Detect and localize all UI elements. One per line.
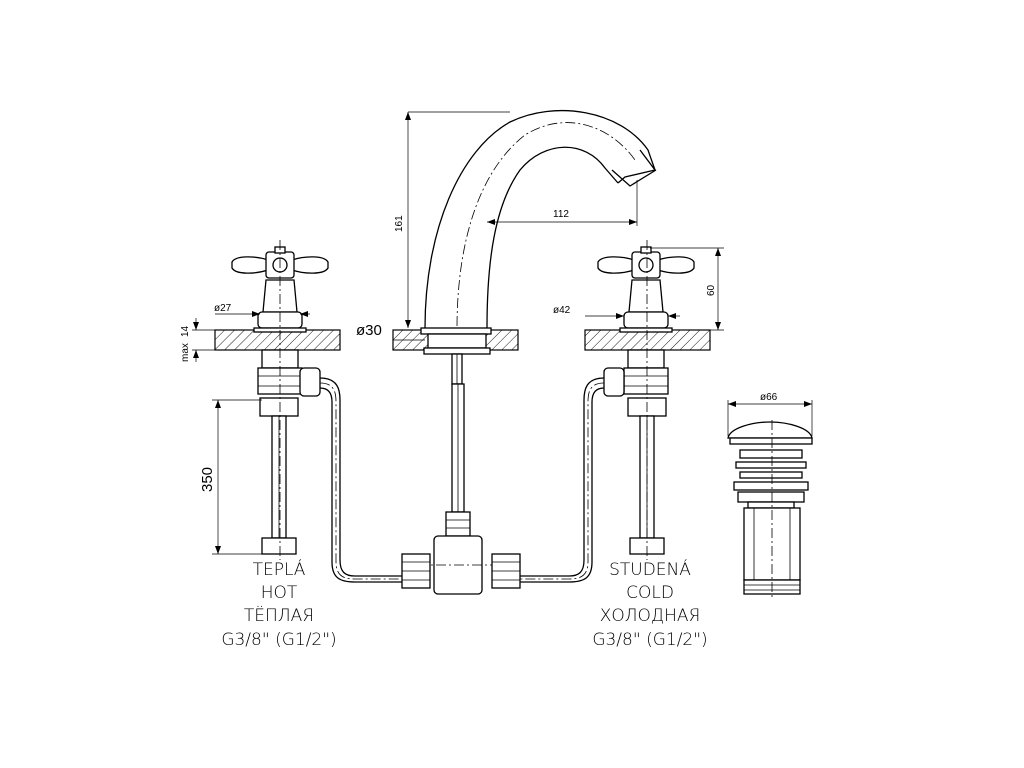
max-thickness-prefix-text: max bbox=[180, 343, 191, 362]
spout-reach-dimension: 112 bbox=[487, 180, 638, 226]
hot-valve bbox=[231, 240, 329, 560]
max-thickness-value-text: 14 bbox=[180, 325, 191, 337]
cold-label-line2: COLD bbox=[626, 583, 674, 603]
cold-label-line4: G3/8" (G1/2") bbox=[592, 630, 707, 650]
spout-height-text: 161 bbox=[394, 215, 405, 232]
spout bbox=[420, 110, 657, 385]
waste-diameter-dimension: ø66 bbox=[727, 392, 813, 436]
pop-up-waste bbox=[727, 420, 813, 598]
cold-valve bbox=[597, 240, 695, 560]
hot-label-line3: ТЁПЛАЯ bbox=[244, 605, 314, 626]
hot-label-line1: TEPLÁ bbox=[253, 558, 306, 580]
cold-flange-diameter-text: ø42 bbox=[553, 305, 571, 316]
handle-height-dimension: 60 bbox=[650, 247, 724, 331]
waste-diameter-text: ø66 bbox=[760, 392, 778, 403]
countertop-right bbox=[584, 329, 711, 351]
cold-label-line1: STUDENÁ bbox=[609, 558, 691, 580]
spout-base-diameter-dimension: ø30 bbox=[356, 322, 425, 341]
cold-flange-diameter-dimension: ø42 bbox=[553, 305, 680, 319]
hot-flange-diameter-text: ø27 bbox=[214, 303, 232, 314]
hot-label-line4: G3/8" (G1/2") bbox=[221, 630, 336, 650]
countertop-left bbox=[214, 329, 341, 351]
cold-label-line3: ХОЛОДНАЯ bbox=[600, 606, 701, 626]
handle-height-text: 60 bbox=[706, 284, 717, 296]
spout-base-diameter-text: ø30 bbox=[356, 322, 382, 339]
hose-length-text: 350 bbox=[199, 467, 216, 492]
cold-label: STUDENÁ COLD ХОЛОДНАЯ G3/8" (G1/2") bbox=[592, 558, 707, 650]
max-thickness-dimension: 14 max bbox=[180, 318, 215, 362]
hose-length-dimension: 350 bbox=[199, 399, 262, 555]
hot-flange-diameter-dimension: ø27 bbox=[214, 303, 310, 317]
spout-reach-text: 112 bbox=[553, 209, 569, 220]
hot-label-line2: HOT bbox=[261, 583, 298, 603]
hot-label: TEPLÁ HOT ТЁПЛАЯ G3/8" (G1/2") bbox=[221, 558, 336, 650]
connecting-pipes bbox=[319, 377, 605, 595]
spout-height-dimension: 161 bbox=[394, 111, 510, 328]
